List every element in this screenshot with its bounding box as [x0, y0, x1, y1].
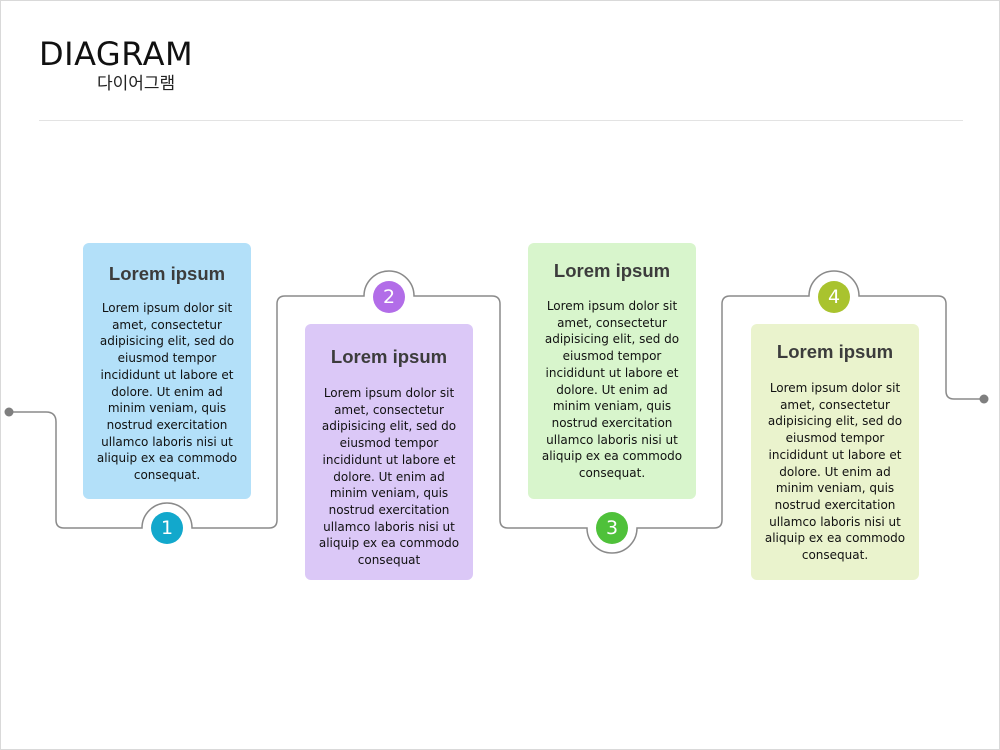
header-divider	[39, 120, 963, 121]
step-card-1: Lorem ipsum Lorem ipsum dolor sit amet, …	[83, 243, 251, 499]
end-dot	[979, 394, 989, 404]
step-1-body: Lorem ipsum dolor sit amet, consectetur …	[96, 301, 238, 483]
connector-path	[9, 270, 984, 554]
step-number-1: 1	[151, 512, 183, 544]
step-card-4: Lorem ipsum Lorem ipsum dolor sit amet, …	[751, 324, 919, 580]
start-dot	[4, 407, 14, 417]
page-title: DIAGRAM	[39, 35, 194, 73]
step-4-body: Lorem ipsum dolor sit amet, consectetur …	[764, 381, 906, 563]
step-number-2: 2	[373, 281, 405, 313]
step-card-3: Lorem ipsum Lorem ipsum dolor sit amet, …	[528, 243, 696, 499]
step-3-heading: Lorem ipsum	[553, 260, 671, 281]
step-card-2: Lorem ipsum Lorem ipsum dolor sit amet, …	[305, 324, 473, 580]
step-number-4: 4	[818, 281, 850, 313]
step-2-heading: Lorem ipsum	[330, 346, 448, 367]
step-1-heading: Lorem ipsum	[108, 263, 226, 284]
step-4-heading: Lorem ipsum	[776, 341, 894, 362]
step-2-body: Lorem ipsum dolor sit amet, consectetur …	[318, 386, 460, 568]
page-subtitle: 다이어그램	[97, 74, 176, 94]
step-number-3: 3	[596, 512, 628, 544]
step-3-body: Lorem ipsum dolor sit amet, consectetur …	[541, 299, 683, 481]
